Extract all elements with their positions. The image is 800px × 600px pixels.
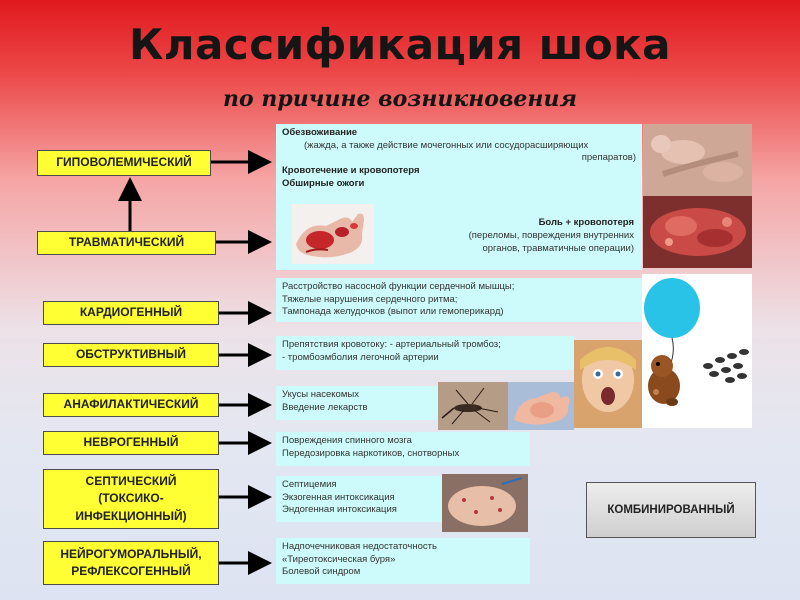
page-subtitle: по причине возникновения xyxy=(223,86,577,112)
info-anaphylactic: Укусы насекомых Введение лекарств xyxy=(276,386,442,420)
label-traumatic-text: ТРАВМАТИЧЕСКИЙ xyxy=(68,235,185,250)
cause-spinal-injury: Повреждения спинного мозга xyxy=(282,435,412,446)
info-cardiogenic: Расстройство насосной функции сердечной … xyxy=(276,278,642,322)
cause-trauma-detail-2: органов, травматичные операции) xyxy=(482,243,634,254)
label-cardiogenic-text: КАРДИОГЕННЫЙ xyxy=(79,305,183,320)
label-combined-text: КОМБИНИРОВАННЫЙ xyxy=(607,504,735,516)
page-title: Классификация шока xyxy=(128,20,672,69)
dehydrated-child-photo xyxy=(643,124,752,196)
cause-pulmonary-embolism: - тромбоэмболия легочной артерии xyxy=(282,351,439,363)
swollen-hand-photo xyxy=(508,382,574,430)
cause-dehydration-detail: (жажда, а также действие мочегонных или … xyxy=(304,139,589,151)
info-obstructive: Препятствия кровотоку: - артериальный тр… xyxy=(276,336,574,370)
label-hypovolemic: ГИПОВОЛЕМИЧЕСКИЙ xyxy=(37,150,211,176)
label-obstructive: ОБСТРУКТИВНЫЙ xyxy=(43,343,219,367)
label-neurogenic: НЕВРОГЕННЫЙ xyxy=(43,431,219,455)
cause-tamponade: Тампонада желудочков (выпот или гемопери… xyxy=(282,306,504,318)
cause-pain-syndrome: Болевой синдром xyxy=(282,566,361,578)
cause-insect-bites: Укусы насекомых xyxy=(282,389,359,400)
bear-icon xyxy=(648,355,680,406)
label-neurohumoral: НЕЙРОГУМОРАЛЬНЫЙ, РЕФЛЕКСОГЕННЫЙ xyxy=(43,541,219,585)
label-hypovolemic-text: ГИПОВОЛЕМИЧЕСКИЙ xyxy=(56,155,192,170)
cause-bleeding: Кровотечение и кровопотеря xyxy=(282,164,420,176)
cause-dehydration-detail-2: препаратов) xyxy=(581,152,636,164)
info-neurogenic: Повреждения спинного мозга Передозировка… xyxy=(276,432,530,466)
burn-injury-photo xyxy=(643,196,752,268)
label-neurohumoral-line2: РЕФЛЕКСОГЕННЫЙ xyxy=(71,564,191,578)
cause-drug-overdose: Передозировка наркотиков, снотворных xyxy=(282,447,460,459)
cause-dehydration: Обезвоживание xyxy=(282,127,358,138)
cause-pain-bloodloss: Боль + кровопотеря xyxy=(538,217,634,228)
cause-thyroid-storm: «Тиреотоксическая буря» xyxy=(282,553,396,565)
injured-hand-photo xyxy=(292,204,374,264)
label-septic: СЕПТИЧЕСКИЙ (ТОКСИКО- ИНФЕКЦИОННЫЙ) xyxy=(43,469,219,529)
label-septic-line2: (ТОКСИКО- xyxy=(98,491,164,506)
cause-arterial-thrombosis: Препятствия кровотоку: - артериальный тр… xyxy=(282,339,501,350)
cause-septicemia: Септицемия xyxy=(282,479,337,490)
label-anaphylactic: АНАФИЛАКТИЧЕСКИЙ xyxy=(43,393,219,417)
label-cardiogenic: КАРДИОГЕННЫЙ xyxy=(43,301,219,325)
label-neurohumoral-line1: НЕЙРОГУМОРАЛЬНЫЙ, xyxy=(60,546,202,561)
screaming-child-photo xyxy=(574,340,642,428)
info-septic: Септицемия Экзогенная интоксикация Эндог… xyxy=(276,476,442,522)
balloon-icon xyxy=(644,278,700,338)
cause-exogenous-intoxication: Экзогенная интоксикация xyxy=(282,491,395,503)
label-septic-line1: СЕПТИЧЕСКИЙ xyxy=(85,473,177,488)
mosquito-photo xyxy=(438,382,508,430)
cause-drug-injection: Введение лекарств xyxy=(282,401,368,413)
label-combined: КОМБИНИРОВАННЫЙ xyxy=(586,482,756,538)
label-anaphylactic-text: АНАФИЛАКТИЧЕСКИЙ xyxy=(63,397,199,412)
bees-icon xyxy=(703,349,749,383)
cause-pump-failure: Расстройство насосной функции сердечной … xyxy=(282,281,515,292)
cause-endogenous-intoxication: Эндогенная интоксикация xyxy=(282,504,397,516)
label-obstructive-text: ОБСТРУКТИВНЫЙ xyxy=(75,347,187,362)
cause-burns: Обширные ожоги xyxy=(282,177,365,189)
label-septic-line3: ИНФЕКЦИОННЫЙ) xyxy=(75,508,187,523)
cause-arrhythmia: Тяжелые нарушения сердечного ритма; xyxy=(282,293,458,305)
infant-rash-photo xyxy=(442,474,528,532)
info-neurohumoral: Надпочечниковая недостаточность «Тиреото… xyxy=(276,538,530,584)
balloon-bear-illustration xyxy=(642,274,752,428)
cause-adrenal-insufficiency: Надпочечниковая недостаточность xyxy=(282,541,437,552)
cause-trauma-detail-1: (переломы, повреждения внутренних xyxy=(468,230,634,241)
label-traumatic: ТРАВМАТИЧЕСКИЙ xyxy=(37,231,216,255)
label-neurogenic-text: НЕВРОГЕННЫЙ xyxy=(83,435,179,450)
